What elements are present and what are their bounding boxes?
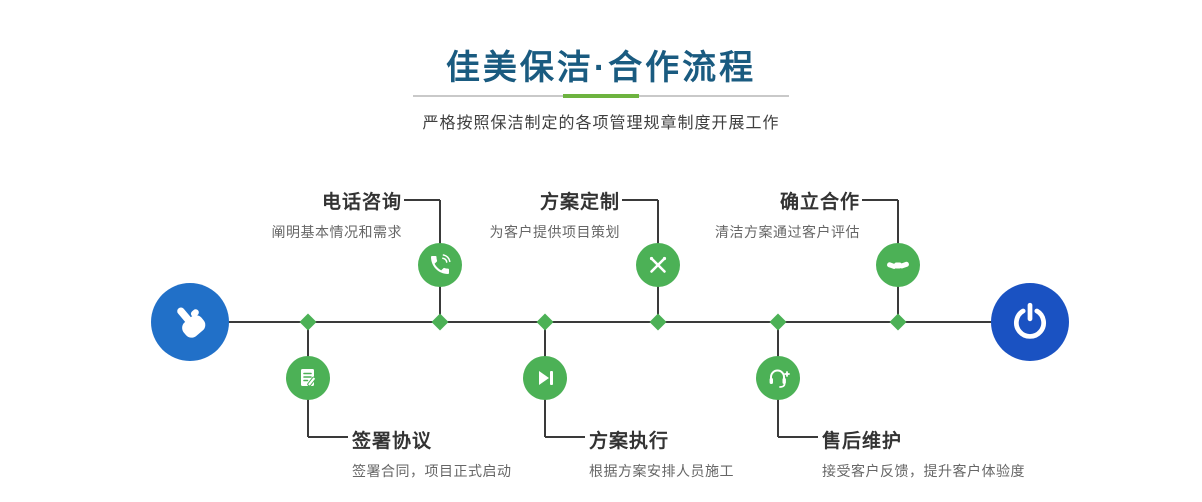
step-desc: 根据方案安排人员施工 [589, 463, 734, 479]
design-pens-icon [636, 243, 680, 287]
timeline-line [190, 321, 1030, 323]
timeline-diamond [649, 313, 667, 331]
step-desc: 清洁方案通过客户评估 [715, 224, 860, 240]
title-divider [413, 94, 789, 98]
title-divider-accent [563, 94, 639, 98]
timeline-end-node [991, 283, 1069, 361]
handshake-icon [876, 243, 920, 287]
step-desc: 接受客户反馈，提升客户体验度 [822, 463, 1025, 479]
connector-line [862, 199, 898, 201]
step-title: 确立合作 [779, 192, 860, 213]
step-desc: 阐明基本情况和需求 [271, 224, 402, 240]
headset-plus-icon [756, 356, 800, 400]
connector-line [778, 436, 818, 438]
step-title: 方案执行 [589, 431, 670, 452]
step-title: 签署协议 [352, 431, 433, 452]
step-title: 方案定制 [539, 192, 620, 213]
pointing-hand-icon [169, 301, 211, 343]
timeline-diamond [769, 313, 787, 331]
connector-line [545, 436, 585, 438]
contract-icon [286, 356, 330, 400]
phone-icon [418, 243, 462, 287]
page-title: 佳美保洁·合作流程 [445, 49, 757, 87]
timeline-start-node [151, 283, 229, 361]
connector-line [622, 199, 658, 201]
step-desc: 签署合同，项目正式启动 [352, 463, 512, 479]
timeline-diamond [431, 313, 449, 331]
connector-line [308, 436, 348, 438]
step-desc: 为客户提供项目策划 [489, 224, 620, 240]
page-subtitle: 严格按照保洁制定的各项管理规章制度开展工作 [422, 115, 780, 132]
connector-line [404, 199, 440, 201]
timeline-diamond [299, 313, 317, 331]
step-title: 电话咨询 [321, 192, 402, 213]
power-icon [1009, 301, 1051, 343]
timeline-diamond [889, 313, 907, 331]
play-forward-icon [523, 356, 567, 400]
timeline-diamond [536, 313, 554, 331]
step-title: 售后维护 [822, 431, 903, 452]
